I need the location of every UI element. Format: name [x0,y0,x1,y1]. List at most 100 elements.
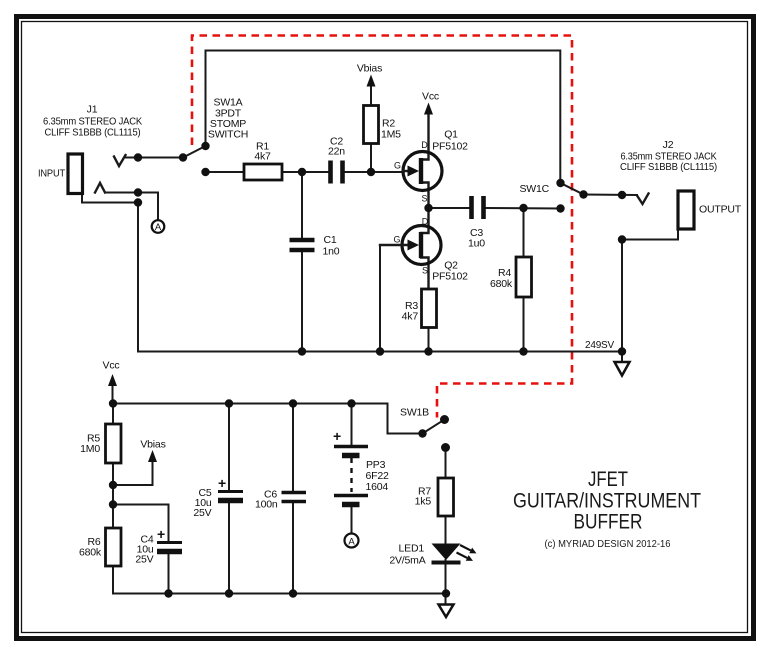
j2-part-label: CLIFF S1BBB (CL1115) [620,161,717,173]
q1-ref-label: Q1 [444,129,458,141]
r2-ref-label: R2 [382,118,395,130]
r3-ref-label: R3 [405,300,418,312]
battery-code-label: 1604 [366,481,389,493]
q1-gate-arrow [407,165,419,177]
c4-value-label: 10u [137,544,154,556]
c5-plus-sign: + [218,475,226,491]
r1-value-label: 4k7 [254,151,271,163]
drawing-border [14,14,756,641]
led1-ref-label: LED1 [399,543,425,555]
r6-ref-label: R6 [87,536,100,548]
junction-dots [108,141,627,598]
jack-j1: J1 6.35mm STEREO JACK CLIFF S1BBB (CL111… [38,104,142,196]
resistor-r5: R5 1M0 [80,422,123,465]
q2-pin-s: S [422,266,428,276]
led-emission-arrows [456,544,477,561]
battery-pp3: + PP3 6F22 1604 [333,428,389,508]
resistor-r2: R2 1M5 [362,104,401,145]
resistor-r4: R4 680k [490,255,533,299]
title-line1: JFET [588,467,628,491]
j2-tip-contact [635,191,651,207]
r7-value-label: 1k5 [415,496,432,508]
j1-tip-contact [112,153,128,169]
r1-ref-label: R1 [256,141,269,153]
r3-value-label: 4k7 [402,311,419,323]
resistor-r3: R3 4k7 [402,287,438,329]
title-line3: BUFFER [574,510,643,534]
q2-part-label: PF5102 [432,271,468,283]
vbias-bottom-label: Vbias [140,439,165,451]
capacitor-c5: + C5 10u 25V [193,475,243,519]
node-a-input-letter: A [155,222,162,233]
q2-gate-arrow [407,239,419,251]
vbias-arrow-bottom: Vbias [140,439,166,462]
ground-symbol-output [612,360,632,379]
resistor-r1: R1 4k7 [242,141,284,182]
sw1a-type-label: 3PDT [215,108,242,120]
vcc-arrow-bottom: Vcc [103,360,120,386]
capacitor-c3: C3 1u0 [468,196,486,250]
vcc-top-label: Vcc [422,91,439,103]
sw1b-ref-label: SW1B [400,407,429,419]
c4-plus-sign: + [157,526,165,542]
q1-pin-d: D [421,140,428,150]
input-label: INPUT [38,168,66,180]
c6-ref-label: C6 [264,489,277,501]
r5-value-label: 1M0 [80,443,100,455]
c2-value-label: 22n [328,146,345,158]
q2-ref-label: Q2 [444,260,458,272]
j1-ref-label: J1 [87,104,98,116]
r4-value-label: 680k [490,278,513,290]
r6-value-label: 680k [79,547,102,559]
output-label: OUTPUT [699,204,742,216]
j1-type-label: 6.35mm STEREO JACK [43,116,142,128]
node-a-input: A [150,219,166,234]
capacitor-c2: C2 22n [328,136,346,184]
q1-part-label: PF5102 [432,141,468,153]
c1-value-label: 1n0 [323,246,340,258]
capacitor-c1: C1 1n0 [289,234,340,258]
c5-voltage-label: 25V [193,507,211,519]
switch-sw1a: SW1A 3PDT STOMP SWITCH [208,97,248,141]
j2-ref-label: J2 [663,139,674,151]
c4-ref-label: C4 [140,534,153,546]
node-a-battery-letter: A [348,537,355,548]
battery-ref-label: PP3 [366,459,386,471]
vcc-arrow-top: Vcc [422,91,439,115]
sw1c-ref-label: SW1C [519,183,549,195]
jack-j2: J2 6.35mm STEREO JACK CLIFF S1BBB (CL111… [620,139,742,231]
capacitor-c6: C6 100n [255,489,306,511]
jfet-q1: D G S Q1 PF5102 [394,112,468,210]
stomp-switch-gang-link [190,34,574,418]
revision-label: 249SV [585,340,615,351]
q1-pin-g: G [394,161,401,171]
jfet-q2: D G S Q2 PF5102 [378,206,468,291]
switch-sw1c: SW1C [519,183,549,195]
r2-value-label: 1M5 [381,129,401,141]
resistor-r6: R6 680k [79,526,123,568]
vbias-arrow-top: Vbias [357,63,382,87]
resistor-r7: R7 1k5 [415,476,455,518]
c4-voltage-label: 25V [135,554,153,566]
q1-pin-s: S [421,194,427,204]
battery-plus-sign: + [333,428,341,444]
capacitor-c4: + C4 10u 25V [135,526,182,566]
c1-ref-label: C1 [324,234,337,246]
q2-pin-g: G [393,235,400,245]
c6-value-label: 100n [255,499,278,511]
sw1a-switch-label: SWITCH [208,129,248,141]
sw1a-ref-label: SW1A [214,97,243,109]
r4-ref-label: R4 [498,267,511,279]
copyright-label: (c) MYRIAD DESIGN 2012-16 [545,538,671,550]
battery-type-label: 6F22 [366,470,389,482]
vcc-bottom-label: Vcc [103,360,120,372]
c2-ref-label: C2 [330,136,343,148]
c3-value-label: 1u0 [468,238,485,250]
title-line2: GUITAR/INSTRUMENT [513,489,701,513]
led1: LED1 2V/5mA [389,543,477,567]
ground-symbol-led [436,603,456,620]
c3-ref-label: C3 [470,227,483,239]
wires [81,49,679,605]
